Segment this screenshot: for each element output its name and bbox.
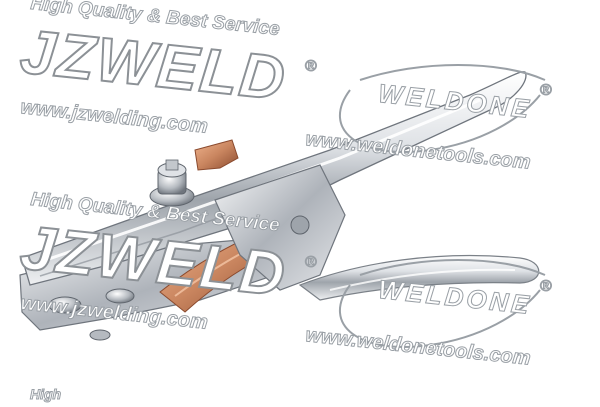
pivot-rivet	[290, 215, 310, 235]
registered-mark: ®	[305, 254, 318, 272]
pivot-plate	[214, 164, 346, 291]
registered-mark: ®	[540, 278, 553, 296]
copper-contact-tab	[194, 139, 239, 171]
lower-handle	[298, 254, 540, 301]
registered-mark: ®	[305, 58, 318, 76]
watermark-fragment: High	[29, 386, 62, 403]
registered-mark: ®	[540, 82, 553, 100]
jaw-tip-screws	[48, 288, 135, 341]
weldone-swoosh-logo	[338, 64, 546, 348]
bolt-nut	[149, 159, 195, 207]
